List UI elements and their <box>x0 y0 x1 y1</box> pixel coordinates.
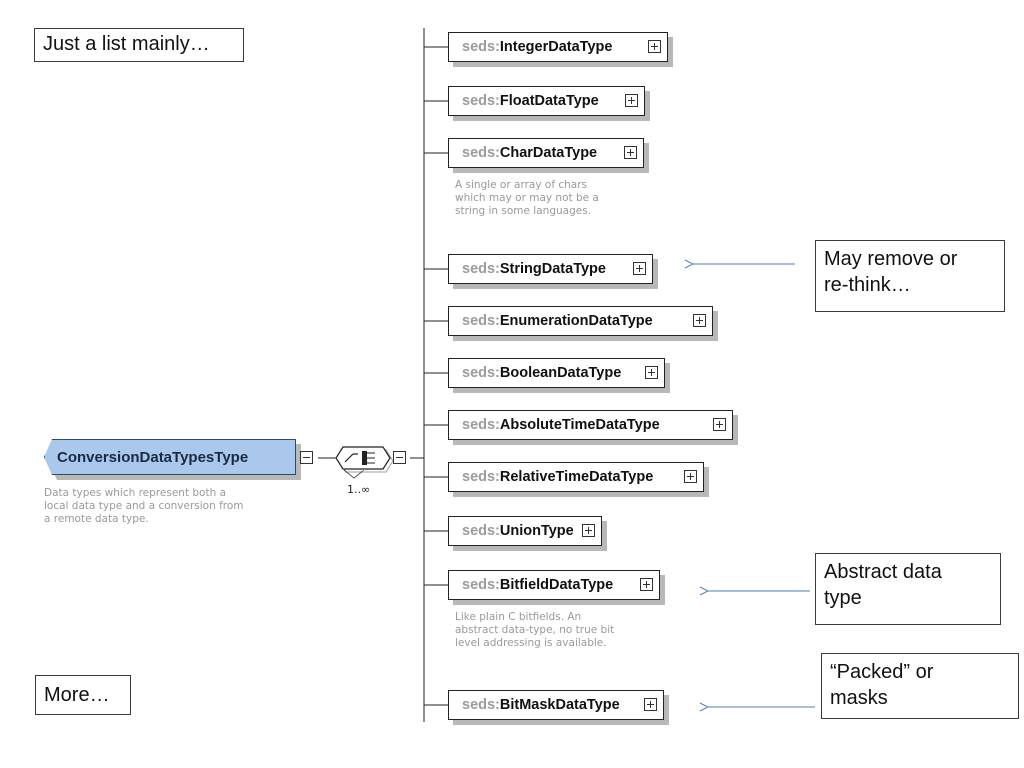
occurrence-label: 1..∞ <box>347 483 371 496</box>
note-just-a-list: Just a list mainly… <box>34 28 244 62</box>
namespace-prefix: seds: <box>462 417 500 433</box>
element-name: AbsoluteTimeDataType <box>499 417 660 433</box>
namespace-prefix: seds: <box>462 39 500 55</box>
element-name: StringDataType <box>499 261 606 277</box>
root-complex-type[interactable]: ConversionDataTypesType <box>44 439 296 475</box>
doc-line: level addressing is available. <box>455 637 607 649</box>
expand-button[interactable] <box>684 470 697 483</box>
tree-branches <box>424 46 448 706</box>
expand-button[interactable] <box>582 524 595 537</box>
element-node[interactable]: seds:IntegerDataType <box>448 32 668 62</box>
element-node[interactable]: seds:BooleanDataType <box>448 358 665 388</box>
root-collapse-button[interactable] <box>300 451 313 464</box>
note-more: More… <box>35 675 131 715</box>
element-name: BooleanDataType <box>499 365 622 381</box>
element-node[interactable]: seds:BitfieldDataType <box>448 570 660 600</box>
namespace-prefix: seds: <box>462 577 500 593</box>
sequence-compositor <box>335 446 394 479</box>
element-node[interactable]: seds:BitMaskDataType <box>448 690 664 720</box>
element-node[interactable]: seds:FloatDataType <box>448 86 645 116</box>
doc-line: Data types which represent both a <box>44 487 227 499</box>
element-node[interactable]: seds:EnumerationDataType <box>448 306 713 336</box>
element-name: FloatDataType <box>499 93 599 109</box>
element-node[interactable]: seds:RelativeTimeDataType <box>448 462 704 492</box>
element-name: IntegerDataType <box>499 39 613 55</box>
namespace-prefix: seds: <box>462 261 500 277</box>
expand-button[interactable] <box>625 94 638 107</box>
element-name: EnumerationDataType <box>499 313 653 329</box>
namespace-prefix: seds: <box>462 145 500 161</box>
doc-line: abstract data-type, no true bit <box>455 624 615 636</box>
doc-line: string in some languages. <box>455 205 592 217</box>
expand-button[interactable] <box>640 578 653 591</box>
element-node[interactable]: seds:UnionType <box>448 516 602 546</box>
expand-button[interactable] <box>713 418 726 431</box>
element-name: BitMaskDataType <box>499 697 620 713</box>
expand-button[interactable] <box>644 698 657 711</box>
note-abstract-data-type: Abstract data type <box>815 553 1001 625</box>
namespace-prefix: seds: <box>462 313 500 329</box>
element-name: UnionType <box>499 523 574 539</box>
root-type-name: ConversionDataTypesType <box>57 448 249 466</box>
expand-button[interactable] <box>633 262 646 275</box>
expand-button[interactable] <box>645 366 658 379</box>
doc-line: which may or may not be a <box>455 192 599 204</box>
expand-button[interactable] <box>693 314 706 327</box>
note-packed-or-masks: “Packed” or masks <box>821 653 1019 719</box>
expand-button[interactable] <box>624 146 637 159</box>
namespace-prefix: seds: <box>462 469 500 485</box>
doc-line: a remote data type. <box>44 513 149 525</box>
doc-line: A single or array of chars <box>455 179 587 191</box>
element-name: RelativeTimeDataType <box>499 469 654 485</box>
namespace-prefix: seds: <box>462 365 500 381</box>
doc-line: local data type and a conversion from <box>44 500 244 512</box>
compositor-collapse-button[interactable] <box>393 451 406 464</box>
namespace-prefix: seds: <box>462 697 500 713</box>
element-node[interactable]: seds:CharDataType <box>448 138 644 168</box>
namespace-prefix: seds: <box>462 93 500 109</box>
doc-line: Like plain C bitfields. An <box>455 611 582 623</box>
root-documentation: Data types which represent both a local … <box>44 487 324 526</box>
expand-button[interactable] <box>648 40 661 53</box>
element-node[interactable]: seds:StringDataType <box>448 254 653 284</box>
note-may-remove: May remove or re-think… <box>815 240 1005 312</box>
namespace-prefix: seds: <box>462 523 500 539</box>
element-name: CharDataType <box>499 145 598 161</box>
element-name: BitfieldDataType <box>499 577 614 593</box>
element-node[interactable]: seds:AbsoluteTimeDataType <box>448 410 733 440</box>
